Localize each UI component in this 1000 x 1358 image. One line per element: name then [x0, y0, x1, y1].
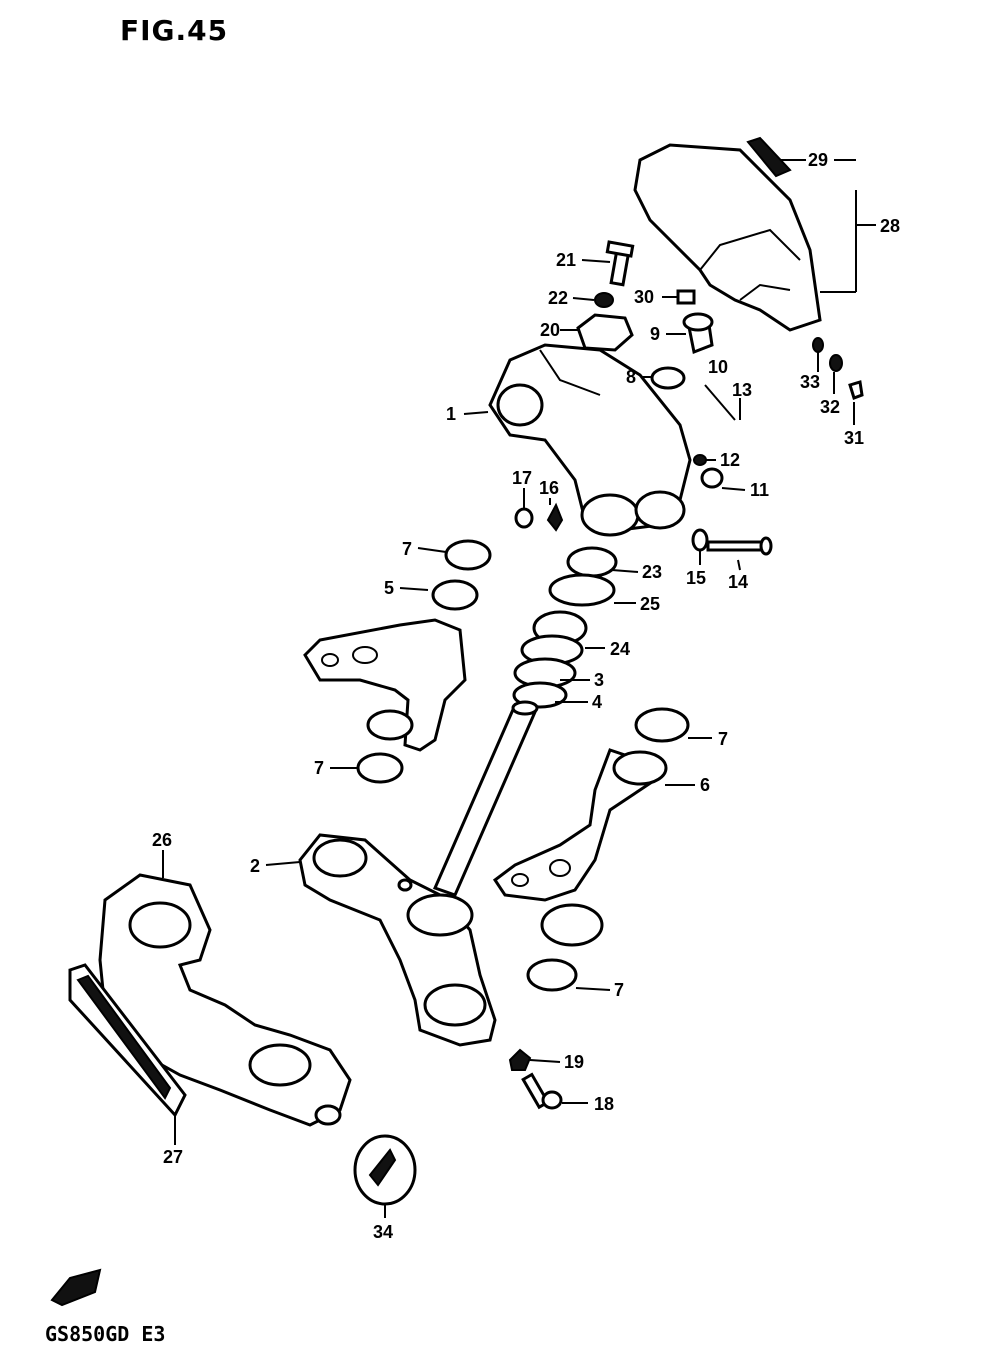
callout-labels: 1 2 3 4 5 6 7 7 7 7 8 9 10 11 12 13 14 1… [152, 150, 900, 1242]
callout-21: 21 [556, 250, 576, 270]
callout-22: 22 [548, 288, 568, 308]
lower-bracket [298, 833, 497, 1047]
callout-7-top-right: 7 [718, 729, 728, 749]
cushion-7d [526, 958, 578, 992]
callout-7-lower-right: 7 [614, 980, 624, 1000]
emblem [68, 963, 187, 1118]
pinch-bolt [706, 536, 773, 556]
callout-30: 30 [634, 287, 654, 307]
callout-13: 13 [732, 380, 752, 400]
cover-bracket [746, 136, 792, 178]
callout-7-lower-left: 7 [314, 758, 324, 778]
callout-8: 8 [626, 367, 636, 387]
callout-7-top-left: 7 [402, 539, 412, 559]
callout-10: 10 [708, 357, 728, 377]
callout-31: 31 [844, 428, 864, 448]
nut-19 [508, 1048, 532, 1071]
callout-16: 16 [539, 478, 559, 498]
cushion-7c [634, 707, 690, 743]
callout-4: 4 [592, 692, 602, 712]
cushion-7b [356, 752, 404, 784]
bolt-18 [521, 1072, 563, 1110]
cap-bolt [682, 312, 714, 355]
callout-12: 12 [720, 450, 740, 470]
callout-15: 15 [686, 568, 706, 588]
callout-20: 20 [540, 320, 560, 340]
callout-19: 19 [564, 1052, 584, 1072]
nut-30 [676, 289, 696, 305]
handlebar-clamp [576, 313, 634, 352]
lower-cover [98, 873, 352, 1127]
washer-22 [594, 292, 614, 308]
callout-33: 33 [800, 372, 820, 392]
washer-8 [650, 366, 686, 390]
front-arrow-icon [50, 1268, 102, 1307]
callout-25: 25 [640, 594, 660, 614]
nut-17 [514, 507, 534, 529]
right-headlight-bracket [492, 748, 668, 947]
callout-18: 18 [594, 1094, 614, 1114]
model-code: GS850GD E3 [45, 1322, 166, 1346]
upper-bracket [488, 343, 692, 537]
handlebar-cover [633, 143, 822, 332]
bolt-10 [704, 384, 736, 421]
washer-32 [829, 354, 843, 372]
screw-31 [848, 380, 864, 400]
washer-12 [693, 454, 707, 466]
cushion-7a [444, 539, 492, 571]
figure-title: FIG.45 [120, 14, 229, 47]
callout-6: 6 [700, 775, 710, 795]
callout-26: 26 [152, 830, 172, 850]
clamp-bolt [605, 240, 635, 287]
callout-2: 2 [250, 856, 260, 876]
screw-33 [812, 337, 824, 353]
left-headlight-bracket [303, 579, 479, 752]
callout-34: 34 [373, 1222, 393, 1242]
callout-17: 17 [512, 468, 532, 488]
callout-1: 1 [446, 404, 456, 424]
callout-3: 3 [594, 670, 604, 690]
callout-23: 23 [642, 562, 662, 582]
callout-27: 27 [163, 1147, 183, 1167]
callout-9: 9 [650, 324, 660, 344]
washer-15 [691, 528, 709, 552]
callout-14: 14 [728, 572, 748, 592]
bearing-stack [512, 546, 618, 709]
leader-lines [162, 159, 876, 1218]
callout-32: 32 [820, 397, 840, 417]
callout-28: 28 [880, 216, 900, 236]
grommet-16 [546, 502, 564, 532]
callout-5: 5 [384, 578, 394, 598]
steering-stem [432, 700, 539, 897]
cap [353, 1134, 417, 1206]
callout-11: 11 [750, 480, 769, 500]
callout-29: 29 [808, 150, 828, 170]
nut-11 [700, 467, 724, 489]
callout-24: 24 [610, 639, 630, 659]
